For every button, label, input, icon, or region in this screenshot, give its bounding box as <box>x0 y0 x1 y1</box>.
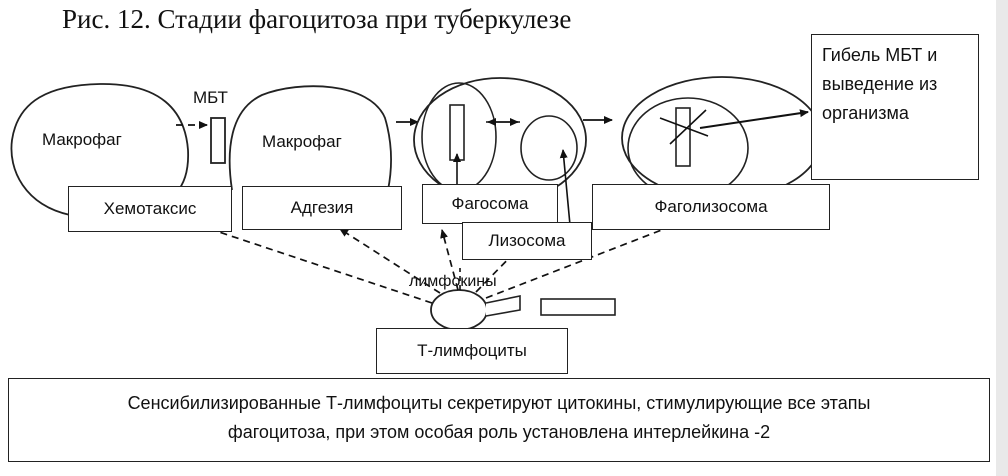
dash-to-phagosome <box>440 229 459 291</box>
phagolysosome-stage-cell <box>621 76 823 200</box>
death-line-1: Гибель МБТ и <box>822 45 938 65</box>
dash-to-chemotaxis <box>185 219 433 304</box>
scan-edge <box>996 0 1008 476</box>
death-line-3: организма <box>822 103 909 123</box>
cytokine-note-box: Сенсибилизированные Т-лимфоциты секретир… <box>8 378 990 462</box>
t-lymphocyte-cell <box>430 289 488 331</box>
lymphokines-label: лимфокины <box>409 273 497 290</box>
mbt-destroy-cross-2 <box>669 109 707 145</box>
phagosome-box: Фагосома <box>422 184 558 224</box>
mbt-destroy-cross-1 <box>659 117 709 137</box>
adhesion-box: Адгезия <box>242 186 402 230</box>
secreted-cytokine <box>540 298 616 316</box>
t-lymphocytes-box: Т-лимфоциты <box>376 328 568 374</box>
phagolysosome-mbt <box>675 107 691 167</box>
macrophage-2-label: Макрофаг <box>262 132 342 151</box>
figure-title: Рис. 12. Стадии фагоцитоза при туберкуле… <box>62 4 572 34</box>
lysosome-vesicle <box>520 115 578 181</box>
mbt-label: МБТ <box>193 88 228 107</box>
arrow-lysosome-label-to-vesicle <box>559 149 571 226</box>
cytokine-note-line-2: фагоцитоза, при этом особая роль установ… <box>227 422 771 442</box>
phagolysosome-box: Фаголизосома <box>592 184 830 230</box>
macrophage-1-cell <box>10 83 189 216</box>
mbt-death-box: Гибель МБТ и выведение из организма <box>811 34 979 180</box>
t-lymphocyte-tail <box>485 295 521 317</box>
death-line-2: выведение из <box>822 74 938 94</box>
macrophage-1-label: Макрофаг <box>42 130 122 149</box>
arrow-to-death-box <box>699 109 809 129</box>
chemotaxis-box: Хемотаксис <box>68 186 232 232</box>
macrophage-2-cell <box>228 85 392 191</box>
lysosome-box: Лизосома <box>462 222 592 260</box>
dash-to-adhesion <box>339 228 441 294</box>
cytokine-note-line-1: Сенсибилизированные Т-лимфоциты секретир… <box>127 393 871 413</box>
phagosome-mbt <box>449 104 465 161</box>
mbt-rod <box>210 117 226 164</box>
